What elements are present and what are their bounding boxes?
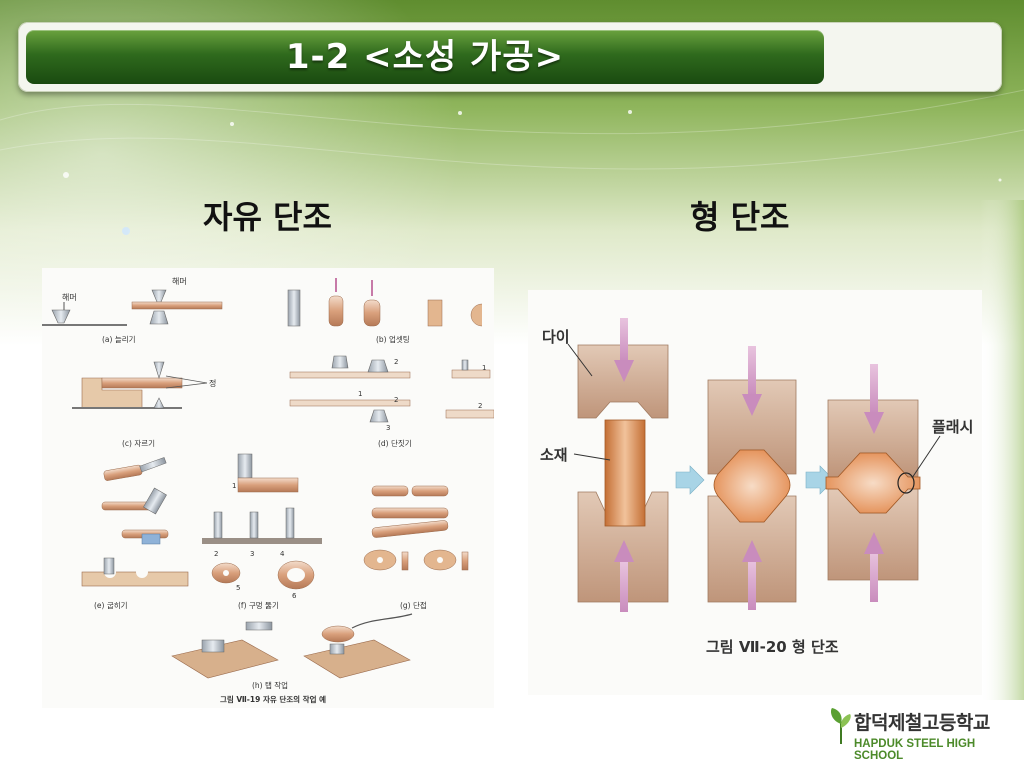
label-chisel: 정 (209, 378, 216, 388)
arrow-next-1 (675, 465, 705, 495)
label-f-6: 6 (292, 592, 297, 600)
diagram-tap-work: (h) 탭 작업 (171, 613, 413, 690)
figure-caption-free-forging: 그림 Ⅶ-19 자유 단조의 작업 예 (220, 694, 326, 704)
caption-g: (g) 단접 (400, 600, 427, 610)
diagram-forge-welding: (g) 단접 (363, 485, 469, 610)
label-f-4: 4 (280, 550, 285, 558)
caption-a: (a) 늘리기 (102, 335, 136, 344)
caption-e: (e) 굽히기 (94, 600, 128, 610)
diagram-stepping: 2 1 2 3 1 2 (d) 단짓기 (289, 355, 494, 448)
diagram-cutting: 정 (c) 자르기 (72, 361, 216, 448)
diagram-punching: 1 2 3 4 5 6 (f) 구멍 뚫기 (202, 453, 322, 610)
diagram-upsetting: (b) 업셋팅 (287, 278, 483, 344)
die-stage-2 (707, 346, 797, 610)
label-flash: 플래시 (932, 418, 973, 436)
label-f-1: 1 (232, 482, 236, 490)
school-name-english: HAPDUK STEEL HIGH SCHOOL (854, 738, 976, 762)
title-bar: 1-2 <소성 가공> (18, 22, 1002, 92)
label-hammer-b: 해머 (172, 276, 187, 286)
figure-die-forging: 다이 소재 플래시 그림 Ⅶ-20 형 단조 (528, 290, 982, 695)
caption-c: (c) 자르기 (122, 439, 155, 448)
school-name-korean: 합덕제철고등학교 (854, 712, 990, 734)
caption-d: (d) 단짓기 (378, 438, 412, 448)
figure-free-forging: 해머 해머 (a) 늘리기 (b) 업셋팅 (42, 268, 494, 708)
title-bar-green-band (26, 30, 824, 84)
school-logo: 합덕제철고등학교 HAPDUK STEEL HIGH SCHOOL (822, 700, 1024, 768)
slide-title: 1-2 <소성 가공> (285, 37, 565, 77)
die-stage-1 (577, 318, 669, 612)
label-1-b: 1 (482, 364, 486, 372)
heading-free-forging: 자유 단조 (203, 198, 332, 236)
caption-h: (h) 탭 작업 (252, 680, 288, 690)
diagram-bending: (e) 굽히기 (81, 457, 189, 610)
label-2-lower: 2 (394, 396, 398, 404)
leaf-icon (830, 708, 851, 744)
label-hammer-a: 해머 (62, 292, 77, 302)
label-3: 3 (386, 424, 390, 432)
label-1-a: 1 (358, 390, 362, 398)
label-2-upper: 2 (394, 358, 398, 366)
label-f-2: 2 (214, 550, 218, 558)
caption-b: (b) 업셋팅 (376, 334, 410, 344)
label-2-right: 2 (478, 402, 482, 410)
label-f-5: 5 (236, 584, 240, 592)
label-die: 다이 (542, 328, 570, 346)
die-stage-3 (825, 364, 921, 602)
caption-f: (f) 구멍 뚫기 (238, 600, 279, 610)
label-f-3: 3 (250, 550, 254, 558)
label-material: 소재 (540, 446, 568, 464)
heading-die-forging: 형 단조 (690, 198, 790, 236)
figure-caption-die-forging: 그림 Ⅶ-20 형 단조 (706, 638, 839, 656)
diagram-drawing-out: 해머 해머 (a) 늘리기 (42, 276, 223, 344)
